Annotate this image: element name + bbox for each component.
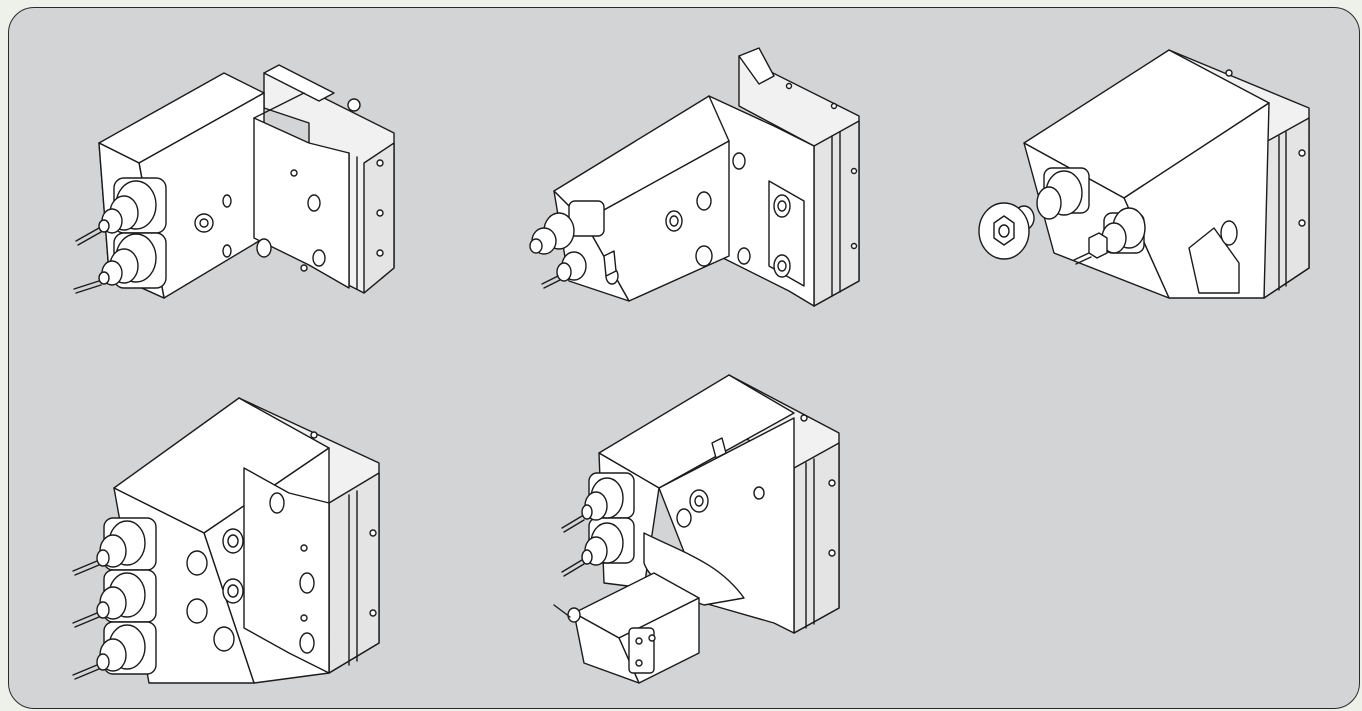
tool-holder-1 (64, 53, 404, 313)
illustration-panel (8, 7, 1360, 709)
tool-holder-2 (514, 46, 874, 311)
tool-holder-3 (974, 48, 1334, 308)
tool-holder-5 (544, 373, 854, 693)
tool-holder-4 (59, 393, 399, 693)
